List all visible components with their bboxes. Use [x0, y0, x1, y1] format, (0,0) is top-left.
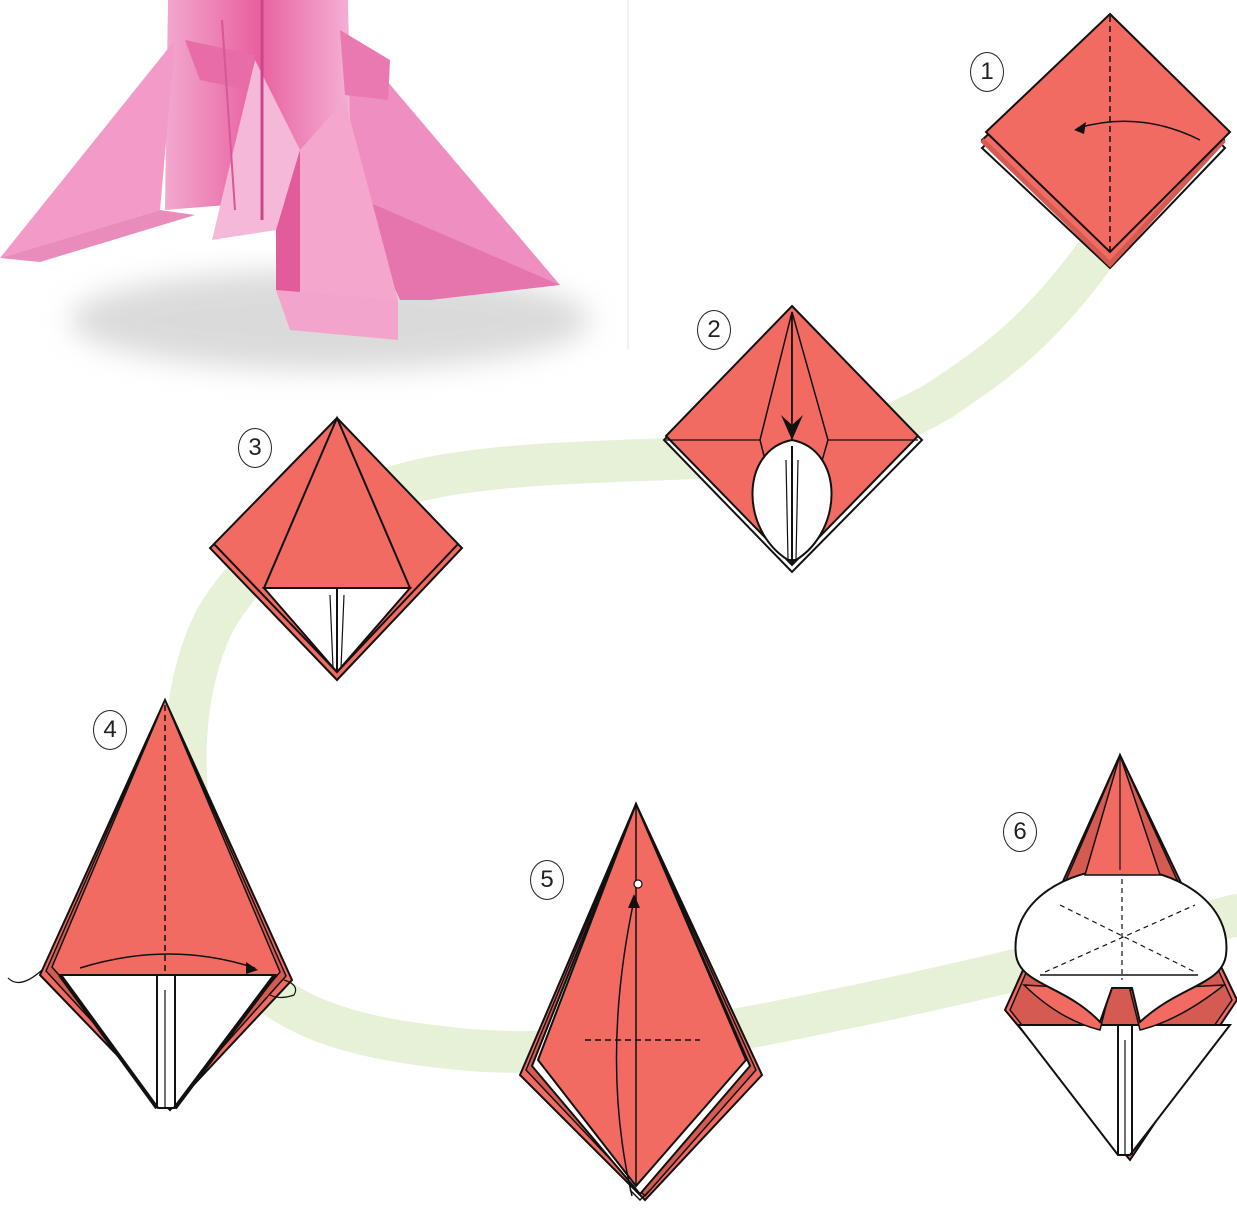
rocket-photo	[0, 0, 590, 370]
step-number-3: 3	[238, 428, 272, 468]
step-number-1: 1	[970, 52, 1004, 92]
step-4-diagram	[7, 697, 297, 1112]
step-number-5: 5	[530, 860, 564, 900]
step-number-4: 4	[93, 710, 127, 750]
step-6-diagram	[1003, 752, 1237, 1162]
step-3-diagram	[208, 415, 464, 682]
step-5-diagram	[518, 801, 764, 1202]
step-1-diagram	[980, 12, 1232, 270]
step-number-2: 2	[697, 310, 731, 350]
step-number-6: 6	[1003, 812, 1037, 852]
step-2-diagram	[662, 304, 924, 574]
